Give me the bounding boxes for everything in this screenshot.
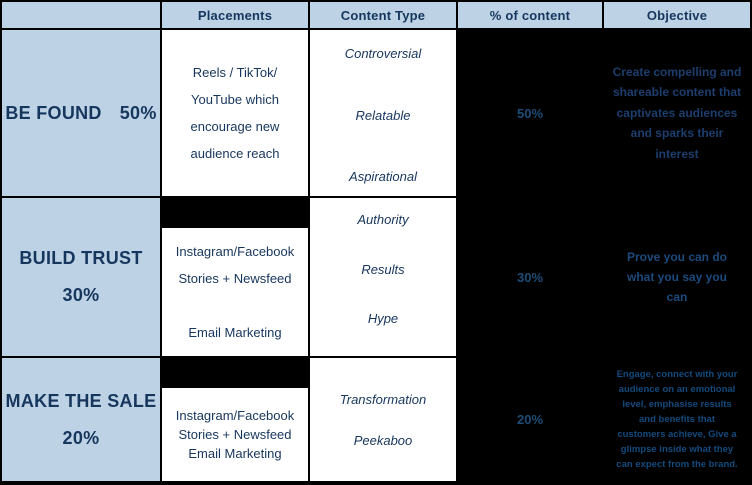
row-label: BUILD TRUST (19, 248, 143, 268)
percent-cell: 50% (458, 30, 602, 196)
objective-cell: Create compelling and shareable content … (604, 30, 750, 196)
row-label-cell-build-trust: BUILD TRUST 30% (2, 198, 160, 356)
content-type-item: Authority (357, 212, 409, 227)
objective-cell: Engage, connect with your audience on an… (604, 358, 750, 481)
objective-cell: Prove you can do what you say you can (604, 198, 750, 356)
percent-cell: 30% (458, 198, 602, 356)
black-bar (162, 358, 308, 388)
content-type-item: Results (361, 261, 405, 277)
content-type-item: Peekaboo (353, 432, 413, 448)
content-type-item: Aspirational (349, 169, 417, 184)
placements-cell: Reels / TikTok/ YouTube which encourage … (162, 30, 308, 196)
row-label: MAKE THE SALE (5, 390, 157, 411)
content-type-item: Transformation (339, 391, 427, 407)
row-percent-label: 50% (119, 102, 157, 123)
header-corner (2, 2, 160, 28)
content-type-item: Hype (367, 311, 399, 326)
placements-cell: Instagram/Facebook Stories + Newsfeed Em… (162, 358, 308, 481)
placements-text: Reels / TikTok/ YouTube which encourage … (190, 65, 280, 161)
row-label-cell-make-the-sale: MAKE THE SALE 20% (2, 358, 160, 481)
header-content-type: Content Type (310, 2, 456, 28)
header-placements: Placements (162, 2, 308, 28)
black-bar (162, 198, 308, 228)
placements-text: Instagram/Facebook Stories + Newsfeed Em… (175, 244, 295, 340)
placements-cell: Instagram/Facebook Stories + Newsfeed Em… (162, 198, 308, 356)
content-type-item: Controversial (344, 46, 422, 61)
header-objective: Objective (604, 2, 750, 28)
row-label: BE FOUND (5, 102, 102, 123)
content-type-item: Relatable (355, 107, 411, 123)
header-percent-of-content: % of content (458, 2, 602, 28)
percent-cell: 20% (458, 358, 602, 481)
row-label-cell-be-found: BE FOUND 50% (2, 30, 160, 196)
row-percent-label: 30% (62, 285, 100, 305)
row-percent-label: 20% (62, 427, 100, 448)
placements-text: Instagram/Facebook Stories + Newsfeed Em… (175, 408, 295, 461)
